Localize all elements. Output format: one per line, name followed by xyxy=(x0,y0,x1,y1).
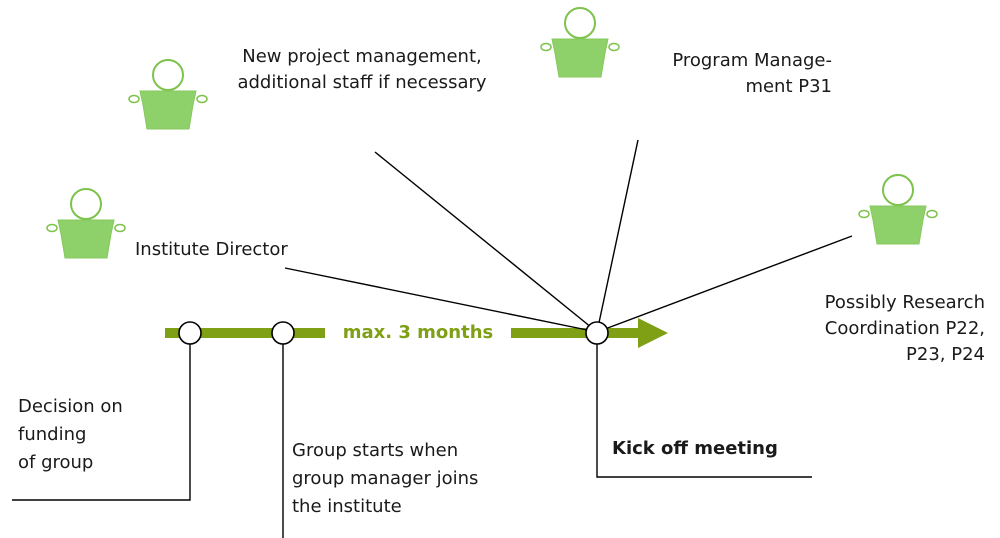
person-icon xyxy=(128,59,208,130)
person-icon xyxy=(46,188,126,259)
program-management-label: Program Manage- ment P31 xyxy=(672,50,832,97)
line-new-project-management xyxy=(374,151,598,333)
arrow-right-icon xyxy=(638,318,668,348)
kick-off-meeting-label: Kick off meeting xyxy=(612,438,778,459)
line-program-management xyxy=(596,139,639,333)
milestone-node-icon xyxy=(271,321,295,345)
institute-director-label: Institute Director xyxy=(135,239,288,260)
person-icon xyxy=(858,174,938,245)
group-starts-label: Group starts when group manager joins th… xyxy=(292,440,479,517)
line-research-coordination xyxy=(596,235,853,333)
line-institute-director xyxy=(284,267,598,333)
research-coordination-label: Possibly Research Coordination P22, P23,… xyxy=(824,292,985,365)
line-kick-off xyxy=(596,333,812,478)
new-project-management-label: New project management, additional staff… xyxy=(237,46,487,93)
decision-funding-label: Decision on funding of group xyxy=(18,396,123,473)
person-icon xyxy=(540,7,620,78)
milestone-node-icon xyxy=(585,321,609,345)
milestone-node-icon xyxy=(178,321,202,345)
line-decision-funding xyxy=(12,333,191,501)
timeline-duration-label: max. 3 months xyxy=(325,319,511,347)
